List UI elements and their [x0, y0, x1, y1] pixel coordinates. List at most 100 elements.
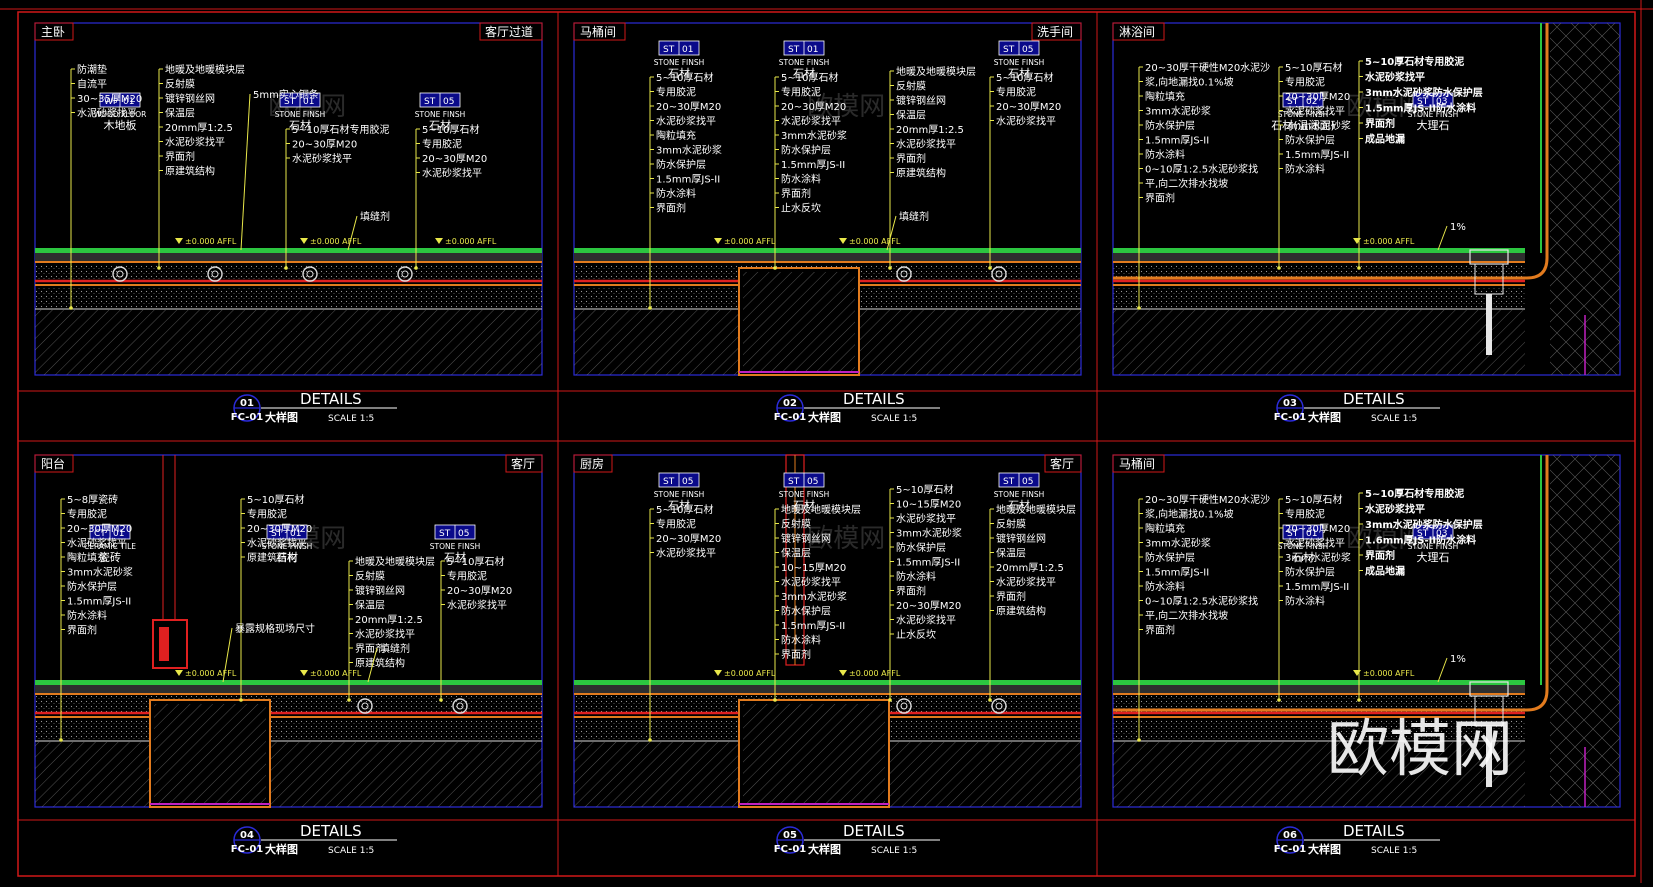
svg-text:防水保护层: 防水保护层	[1285, 134, 1335, 147]
svg-text:02: 02	[1306, 97, 1317, 107]
svg-text:专用胶泥: 专用胶泥	[656, 518, 696, 531]
svg-text:界面剂: 界面剂	[165, 150, 195, 163]
svg-text:石材: 石材	[793, 66, 815, 80]
svg-text:±0.000 AFFL: ±0.000 AFFL	[724, 237, 776, 246]
level-marker: ±0.000 AFFL	[839, 237, 901, 246]
leader-column-2: 5~10厚石材专用胶泥20~30厚M20水泥砂浆找平3mm水泥砂浆防水保护层1.…	[773, 71, 847, 270]
svg-text:洗手间: 洗手间	[1037, 25, 1073, 39]
svg-text:石材: 石材	[276, 550, 298, 564]
svg-text:±0.000 AFFL: ±0.000 AFFL	[445, 237, 497, 246]
svg-text:大样图: 大样图	[265, 410, 298, 424]
leader-column-3: 5~10厚石材专用胶泥水泥砂浆找平3mm水泥砂浆防水保护层1.5mm厚JS-II…	[1357, 55, 1483, 270]
svg-text:05: 05	[682, 477, 693, 487]
svg-text:3mm水泥砂浆: 3mm水泥砂浆	[896, 527, 962, 540]
svg-text:界面剂: 界面剂	[67, 624, 97, 637]
svg-text:STONE FINSH: STONE FINSH	[779, 58, 830, 67]
leader-column-1: 5~10厚石材专用胶泥20~30厚M20水泥砂浆找平陶粒填充3mm水泥砂浆防水保…	[648, 71, 722, 310]
svg-text:防水涂料: 防水涂料	[1285, 595, 1325, 608]
svg-text:05: 05	[1022, 45, 1033, 55]
svg-text:马桶间: 马桶间	[1119, 456, 1155, 471]
svg-text:主卧: 主卧	[41, 25, 65, 39]
svg-text:SCALE 1:5: SCALE 1:5	[328, 846, 374, 856]
room-label-left: 厨房	[573, 454, 613, 473]
svg-text:01: 01	[240, 398, 254, 409]
svg-text:STONE FINSH: STONE FINSH	[654, 490, 705, 499]
annotation-note: 5mm实心铜条	[240, 88, 319, 251]
leader-column-3: 地暖及地暖模块层反射膜镀锌钢丝网保温层20mm厚1:2.5水泥砂浆找平界面剂原建…	[888, 65, 976, 270]
svg-text:01: 01	[1306, 529, 1317, 539]
svg-text:水泥砂浆找平: 水泥砂浆找平	[1285, 105, 1345, 118]
svg-text:原建筑结构: 原建筑结构	[996, 605, 1046, 618]
svg-text:地暖及地暖模块层: 地暖及地暖模块层	[996, 503, 1076, 516]
svg-text:石材: 石材	[429, 118, 451, 132]
svg-text:反射膜: 反射膜	[781, 519, 811, 531]
level-marker: ±0.000 AFFL	[714, 669, 776, 678]
svg-text:水泥砂浆找平: 水泥砂浆找平	[1364, 71, 1425, 84]
svg-text:STONE FINSH: STONE FINSH	[1408, 110, 1459, 119]
svg-text:水泥砂浆找平: 水泥砂浆找平	[996, 115, 1056, 128]
svg-text:20~30厚M20: 20~30厚M20	[781, 101, 846, 113]
svg-text:反射膜: 反射膜	[165, 79, 195, 91]
annotation-note: 1%	[1437, 654, 1466, 683]
svg-text:SCALE 1:5: SCALE 1:5	[328, 414, 374, 424]
svg-text:±0.000 AFFL: ±0.000 AFFL	[724, 669, 776, 678]
svg-text:木地板: 木地板	[104, 118, 137, 132]
level-marker: ±0.000 AFFL	[839, 669, 901, 678]
svg-text:水泥砂浆找平: 水泥砂浆找平	[781, 115, 841, 128]
svg-text:专用胶泥: 专用胶泥	[656, 86, 696, 99]
svg-text:1.5mm厚JS-II: 1.5mm厚JS-II	[1285, 581, 1349, 593]
svg-text:SCALE 1:5: SCALE 1:5	[1371, 846, 1417, 856]
svg-text:石材: 石材	[1008, 498, 1030, 512]
svg-text:ST: ST	[788, 477, 800, 487]
svg-text:陶粒填充: 陶粒填充	[1145, 522, 1185, 535]
svg-text:填缝剂: 填缝剂	[380, 642, 410, 655]
svg-text:1%: 1%	[1450, 654, 1466, 665]
svg-text:水泥砂浆找平: 水泥砂浆找平	[1285, 537, 1345, 550]
svg-text:地暖及地暖模块层: 地暖及地暖模块层	[165, 63, 245, 76]
svg-text:陶粒填充: 陶粒填充	[67, 551, 107, 564]
svg-text:03: 03	[1283, 398, 1297, 409]
recessed-pit	[738, 267, 860, 376]
svg-text:1.5mm厚JS-II: 1.5mm厚JS-II	[1145, 567, 1209, 579]
svg-text:FC-01: FC-01	[1274, 412, 1307, 423]
svg-text:03: 03	[1436, 97, 1447, 107]
svg-text:01: 01	[682, 45, 693, 55]
svg-text:STONE FINSH: STONE FINSH	[275, 110, 326, 119]
svg-text:水泥砂浆找平: 水泥砂浆找平	[422, 167, 482, 180]
room-label-left: 马桶间	[573, 22, 626, 41]
svg-text:3mm水泥砂浆: 3mm水泥砂浆	[781, 590, 847, 603]
leader-column-3: 5~10厚石材10~15厚M20水泥砂浆找平3mm水泥砂浆防水保护层1.5mm厚…	[888, 483, 962, 702]
room-label-right: 客厅过道	[479, 22, 543, 41]
level-marker: ±0.000 AFFL	[300, 669, 362, 678]
svg-text:瓷砖: 瓷砖	[99, 550, 121, 564]
svg-text:厨房: 厨房	[580, 456, 604, 471]
svg-text:STONE FINSH: STONE FINSH	[654, 58, 705, 67]
svg-text:5~10厚石材: 5~10厚石材	[447, 555, 504, 568]
svg-text:客厅: 客厅	[1050, 456, 1074, 471]
svg-text:ST: ST	[663, 477, 675, 487]
svg-text:30~35厚M20: 30~35厚M20	[77, 93, 142, 105]
leader-column-2: 5~10厚石材专用胶泥20~30厚M20水泥砂浆找平3mm水泥砂浆防水保护层1.…	[1277, 61, 1351, 270]
svg-text:FC-01: FC-01	[1274, 844, 1307, 855]
svg-text:FC-01: FC-01	[231, 844, 264, 855]
svg-text:填缝剂: 填缝剂	[899, 210, 929, 223]
heating-pipes	[896, 266, 1007, 282]
svg-text:ST: ST	[1417, 97, 1429, 107]
svg-text:5~10厚石材: 5~10厚石材	[781, 71, 838, 84]
svg-text:1%: 1%	[1450, 222, 1466, 233]
svg-text:界面剂: 界面剂	[1145, 624, 1175, 637]
svg-text:±0.000 AFFL: ±0.000 AFFL	[1363, 237, 1415, 246]
svg-text:石材: 石材	[444, 550, 466, 564]
svg-text:专用胶泥: 专用胶泥	[1285, 76, 1325, 89]
